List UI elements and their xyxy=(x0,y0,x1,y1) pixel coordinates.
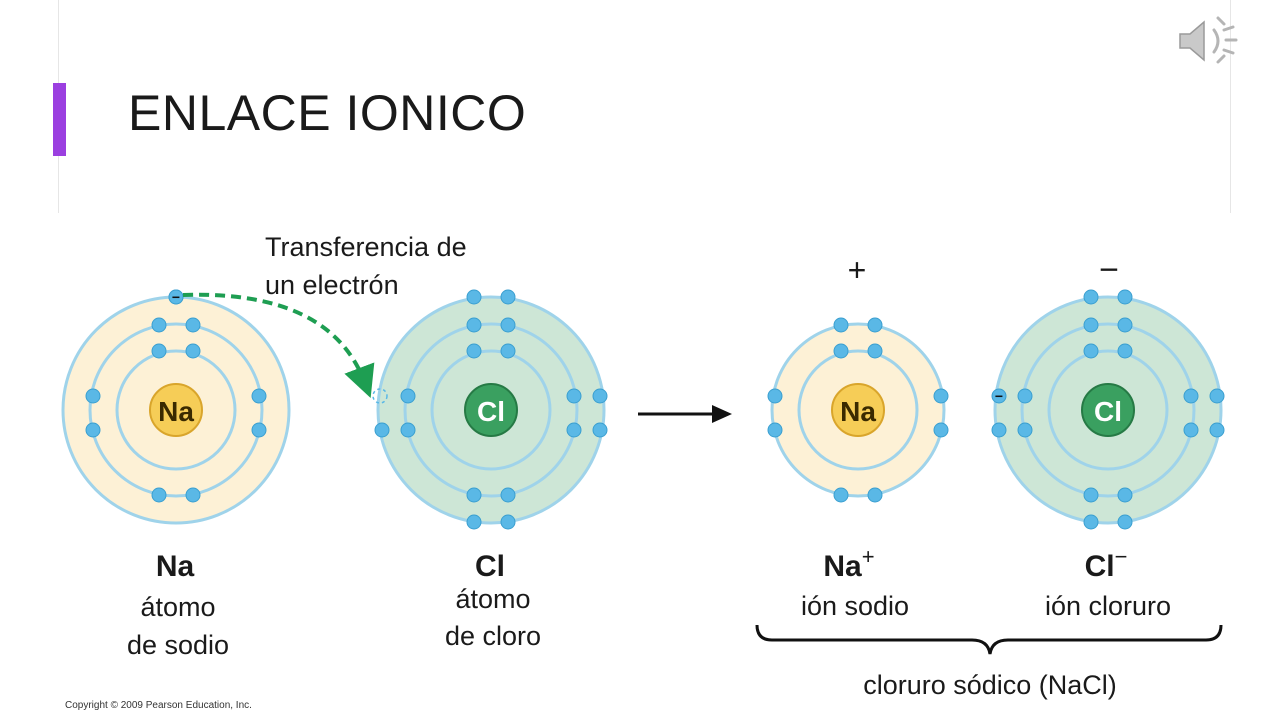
electron xyxy=(767,422,783,438)
electron xyxy=(1209,388,1225,404)
vacancy-marker xyxy=(372,388,388,404)
transfer-label-line1: Transferencia de xyxy=(265,232,467,262)
electron xyxy=(151,487,167,503)
cl-atom-model: Cl xyxy=(374,289,608,530)
electron xyxy=(85,388,101,404)
slide-title: ENLACE IONICO xyxy=(128,85,527,141)
nucleus-symbol: Cl xyxy=(1094,396,1122,427)
electron xyxy=(251,422,267,438)
na-atom-caption-line1: átomo xyxy=(140,592,215,622)
electron xyxy=(500,289,516,305)
electron xyxy=(466,289,482,305)
electron xyxy=(1117,289,1133,305)
slide-right-edge xyxy=(1230,0,1231,213)
electron xyxy=(151,343,167,359)
speaker-icon[interactable] xyxy=(1174,10,1244,72)
electron xyxy=(566,422,582,438)
electron xyxy=(833,343,849,359)
electron xyxy=(1083,343,1099,359)
na-atom-model: Na xyxy=(61,289,291,525)
electron xyxy=(251,388,267,404)
nucleus xyxy=(1081,383,1135,437)
na-ion-charge: + xyxy=(848,252,867,288)
electron xyxy=(1117,317,1133,333)
electron xyxy=(1083,317,1099,333)
electron-charge-sign: − xyxy=(995,388,1003,404)
electron xyxy=(1209,422,1225,438)
electron xyxy=(1183,388,1199,404)
electron xyxy=(592,422,608,438)
na-atom-symbol: Na xyxy=(156,550,195,583)
nucleus-symbol: Na xyxy=(158,396,194,427)
electron xyxy=(500,343,516,359)
electron xyxy=(400,388,416,404)
electron-charge-sign: − xyxy=(172,289,180,305)
electron xyxy=(400,422,416,438)
copyright-notice: Copyright © 2009 Pearson Education, Inc. xyxy=(65,700,252,711)
electron xyxy=(933,422,949,438)
electron xyxy=(1117,514,1133,530)
na-atom-caption-line2: de sodio xyxy=(127,630,229,660)
electron xyxy=(1083,514,1099,530)
electron xyxy=(1083,487,1099,503)
electron xyxy=(466,317,482,333)
transferred-electron xyxy=(991,388,1007,404)
electron xyxy=(867,317,883,333)
electron xyxy=(1083,289,1099,305)
na-ion-model: Na xyxy=(767,317,949,503)
electron xyxy=(1117,343,1133,359)
electron xyxy=(85,422,101,438)
electron xyxy=(1117,487,1133,503)
electron xyxy=(466,514,482,530)
compound-label: cloruro sódico (NaCl) xyxy=(863,670,1117,700)
nucleus xyxy=(464,383,518,437)
electron xyxy=(1183,422,1199,438)
electron xyxy=(867,343,883,359)
cl-ion-caption: ión cloruro xyxy=(1045,591,1171,621)
title-accent-bar xyxy=(53,83,66,156)
moving-electron: − xyxy=(168,289,184,305)
electron xyxy=(833,487,849,503)
nucleus xyxy=(149,383,203,437)
electron xyxy=(185,317,201,333)
electron xyxy=(1017,422,1033,438)
electron xyxy=(1017,388,1033,404)
electron xyxy=(933,388,949,404)
electron xyxy=(374,422,390,438)
electron xyxy=(185,487,201,503)
na-ion-caption: ión sodio xyxy=(801,591,909,621)
electron xyxy=(592,388,608,404)
electron xyxy=(500,317,516,333)
electron xyxy=(500,514,516,530)
cl-ion-model: Cl − xyxy=(991,289,1225,530)
electron xyxy=(833,317,849,333)
electron xyxy=(151,317,167,333)
cl-atom-caption-line2: de cloro xyxy=(445,621,541,651)
electron xyxy=(566,388,582,404)
electron-transfer-arrow xyxy=(182,292,375,398)
nucleus-symbol: Na xyxy=(840,396,876,427)
electron xyxy=(867,487,883,503)
cl-atom-caption-line1: átomo xyxy=(455,584,530,614)
reaction-arrow-head xyxy=(712,405,732,423)
electron xyxy=(168,289,184,305)
electron xyxy=(185,343,201,359)
compound-brace xyxy=(755,624,1223,655)
electron xyxy=(466,343,482,359)
transfer-label-line2: un electrón xyxy=(265,270,399,300)
electron xyxy=(466,487,482,503)
nucleus-symbol: Cl xyxy=(477,396,505,427)
na-ion-symbol: Na+ xyxy=(823,544,874,583)
nucleus xyxy=(831,383,885,437)
cl-atom-symbol: Cl xyxy=(475,550,505,583)
cl-ion-charge: − xyxy=(1099,251,1119,289)
electron xyxy=(991,422,1007,438)
electron xyxy=(500,487,516,503)
electron xyxy=(767,388,783,404)
cl-ion-symbol: Cl− xyxy=(1085,544,1128,583)
